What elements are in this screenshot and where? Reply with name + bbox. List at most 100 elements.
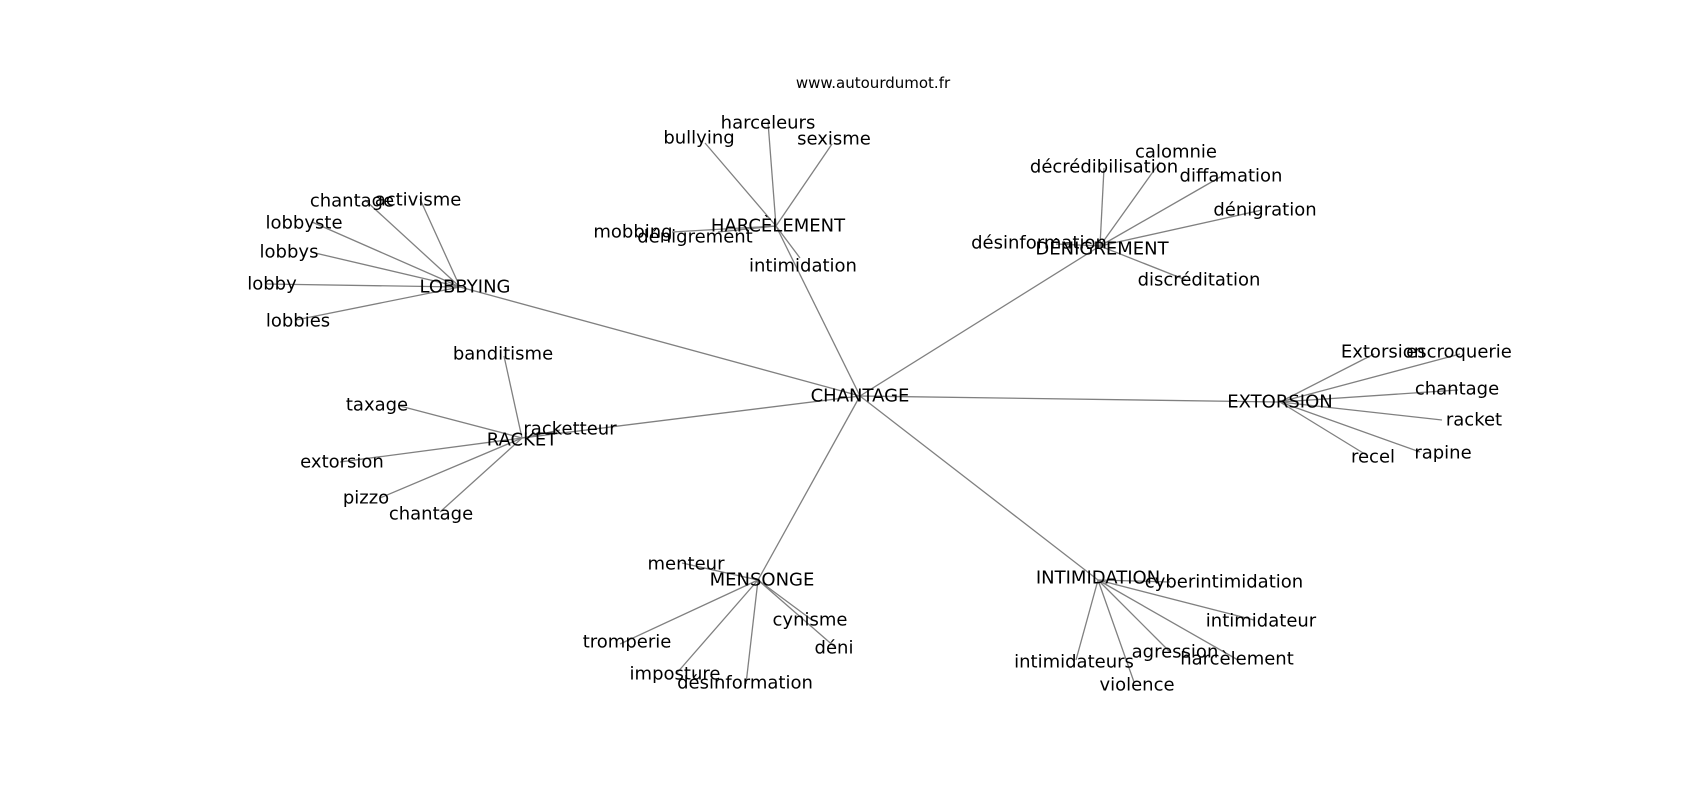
edge-harcelement-sexisme (775, 143, 833, 227)
edge-extorsion-racket (1279, 401, 1443, 421)
node-word-denigrement-diffamation[interactable]: diffamation (1180, 166, 1283, 187)
edge-extorsion-extorsion (1279, 353, 1375, 403)
node-word-mensonge-menteur[interactable]: menteur (648, 554, 726, 575)
node-hub-harcelement[interactable]: HARCÈLEMENT (711, 215, 846, 237)
node-word-harcelement-bullying[interactable]: bullying (663, 128, 734, 149)
node-word-harcelement-sexisme[interactable]: sexisme (797, 129, 871, 150)
node-word-intimidation-intimidateur[interactable]: intimidateur (1206, 611, 1317, 632)
edge-center-extorsion (859, 395, 1281, 403)
edge-extorsion-chantage (1279, 389, 1459, 403)
node-word-mensonge-imposture[interactable]: imposture (630, 664, 721, 685)
node-word-harcelement-mobbing[interactable]: mobbing (593, 222, 672, 243)
node-word-lobbying-lobbies[interactable]: lobbies (266, 311, 330, 332)
edge-racket-extorsion (339, 437, 523, 463)
edge-racket-chantage (439, 437, 523, 513)
edge-extorsion-escroquerie (1279, 353, 1461, 403)
node-word-intimidation-harcelement[interactable]: harcèlement (1180, 649, 1294, 670)
edge-center-racket (521, 395, 861, 439)
edge-lobbying-lobbyste (311, 221, 461, 288)
node-word-denigrement-decredibilisation[interactable]: décrédibilisation (1030, 157, 1178, 178)
node-word-intimidation-violence[interactable]: violence (1099, 675, 1174, 696)
node-word-extorsion-rapine[interactable]: rapine (1414, 443, 1471, 464)
edge-center-mensonge (757, 395, 861, 581)
node-hub-lobbying[interactable]: LOBBYING (420, 277, 511, 298)
edge-lobbying-activisme (419, 198, 461, 288)
node-word-extorsion-recel[interactable]: recel (1351, 447, 1395, 468)
node-word-intimidation-cyberintimidation[interactable]: cyberintimidation (1145, 572, 1303, 593)
node-word-mensonge-desinformation[interactable]: désinformation (677, 673, 813, 694)
edge-lobbying-chantage (364, 199, 461, 288)
node-word-extorsion-racket[interactable]: racket (1446, 410, 1502, 431)
edge-harcelement-bullying (704, 142, 777, 227)
node-hub-extorsion[interactable]: EXTORSION (1227, 392, 1332, 413)
node-word-extorsion-extorsion[interactable]: Extorsion (1341, 342, 1425, 363)
node-word-denigrement-denigration[interactable]: dénigration (1213, 200, 1316, 221)
edge-mensonge-desinformation (745, 579, 759, 685)
node-word-lobbying-lobby[interactable]: lobby (247, 274, 297, 295)
node-word-extorsion-chantage[interactable]: chantage (1415, 379, 1499, 400)
node-word-harcelement-intimidation[interactable]: intimidation (749, 256, 857, 277)
node-word-racket-extorsion[interactable]: extorsion (300, 452, 384, 473)
node-word-denigrement-desinformation[interactable]: désinformation (971, 233, 1107, 254)
edge-lobbying-lobbies (295, 286, 461, 321)
edge-intimidation-intimidateurs (1075, 579, 1099, 661)
node-word-mensonge-tromperie[interactable]: tromperie (583, 632, 672, 653)
node-word-denigrement-calomnie[interactable]: calomnie (1135, 142, 1217, 163)
edge-mensonge-menteur (681, 562, 759, 581)
node-word-denigrement-discreditation[interactable]: discréditation (1138, 270, 1261, 291)
node-word-racket-taxage[interactable]: taxage (346, 395, 408, 416)
node-word-lobbying-lobbyste[interactable]: lobbyste (265, 213, 342, 234)
node-word-harcelement-harceleurs[interactable]: harceleurs (721, 113, 816, 134)
edges (265, 121, 1461, 685)
edge-extorsion-rapine (1279, 401, 1421, 453)
edge-harcelement-denigrement (717, 225, 777, 233)
edge-center-harcelement (775, 225, 861, 397)
node-word-lobbying-chantage[interactable]: chantage (310, 191, 394, 212)
edge-denigrement-decredibilisation (1099, 167, 1105, 247)
edge-center-lobbying (459, 286, 861, 397)
edge-denigrement-discreditation (1099, 245, 1187, 281)
edge-intimidation-violence (1097, 579, 1135, 683)
node-word-harcelement-denigrement[interactable]: dénigrement (637, 227, 753, 248)
node-word-lobbying-activisme[interactable]: activisme (375, 190, 462, 211)
node-hub-racket[interactable]: RACKET (487, 430, 559, 451)
node-word-mensonge-deni[interactable]: déni (815, 638, 854, 659)
node-word-racket-racketteur[interactable]: racketteur (523, 419, 617, 440)
edge-racket-taxage (399, 405, 523, 439)
node-hub-intimidation[interactable]: INTIMIDATION (1036, 568, 1160, 589)
source-watermark: www.autourdumot.fr (796, 74, 951, 92)
node-word-intimidation-agression[interactable]: agression (1132, 642, 1219, 663)
node-word-lobbying-lobbys[interactable]: lobbys (260, 242, 319, 263)
edge-intimidation-intimidateur (1097, 579, 1255, 621)
labels: CHANTAGELOBBYINGchantageactivismelobbyst… (247, 113, 1512, 696)
edge-harcelement-mobbing (671, 225, 777, 233)
edge-denigrement-denigration (1099, 209, 1263, 247)
node-word-mensonge-cynisme[interactable]: cynisme (773, 610, 848, 631)
edge-intimidation-cyberintimidation (1097, 579, 1171, 583)
node-hub-mensonge[interactable]: MENSONGE (710, 570, 815, 591)
node-hub-denigrement[interactable]: DÉNIGREMENT (1035, 238, 1169, 260)
node-word-racket-pizzo[interactable]: pizzo (343, 488, 389, 509)
edge-racket-pizzo (379, 437, 523, 499)
edge-lobbying-lobby (265, 283, 461, 288)
edge-lobbying-lobbys (314, 252, 461, 288)
node-center[interactable]: CHANTAGE (811, 386, 910, 407)
node-word-racket-banditisme[interactable]: banditisme (453, 344, 553, 365)
node-word-extorsion-escroquerie[interactable]: escroquerie (1406, 342, 1512, 363)
edge-mensonge-cynisme (757, 579, 813, 621)
edge-mensonge-deni (757, 579, 837, 649)
edge-extorsion-recel (1279, 401, 1369, 457)
node-word-racket-chantage[interactable]: chantage (389, 504, 473, 525)
edge-denigrement-calomnie (1099, 161, 1161, 247)
edge-mensonge-imposture (675, 579, 759, 675)
edge-center-denigrement (859, 245, 1101, 397)
edge-racket-racketteur (521, 429, 561, 439)
edge-harcelement-harceleurs (767, 121, 777, 227)
node-word-intimidation-intimidateurs[interactable]: intimidateurs (1014, 652, 1134, 673)
edge-denigrement-desinformation (1055, 243, 1101, 247)
edge-mensonge-tromperie (619, 579, 759, 645)
edge-intimidation-harcelement (1097, 579, 1239, 661)
edge-harcelement-intimidation (775, 225, 801, 259)
edge-denigrement-diffamation (1099, 175, 1223, 247)
